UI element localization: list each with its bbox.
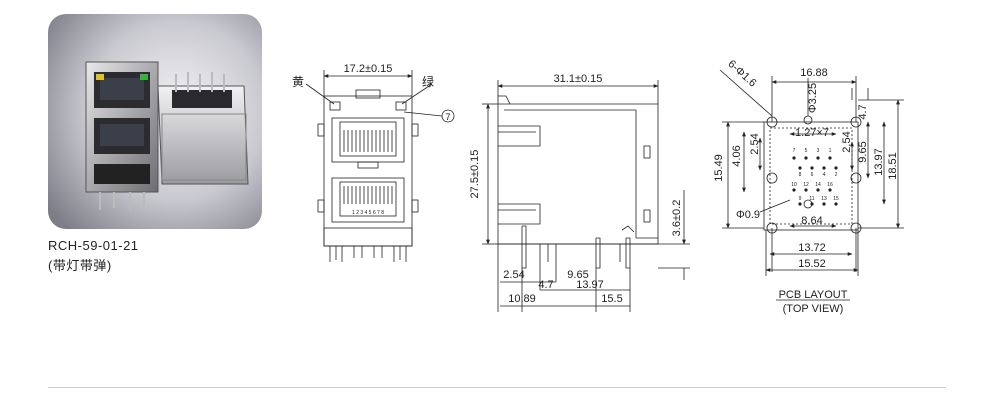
- pcb-dim-18-51: 18.51: [887, 152, 899, 180]
- side-dim-13-97: 13.97: [576, 279, 604, 291]
- pcb-dim-15-52: 15.52: [798, 258, 826, 270]
- front-view: [305, 70, 455, 262]
- pcb-layout-title: PCB LAYOUT: [779, 289, 848, 301]
- svg-text:8: 8: [799, 172, 802, 178]
- svg-text:11: 11: [809, 196, 814, 202]
- pcb-dim-9-65: 9.65: [857, 141, 869, 162]
- svg-text:2: 2: [835, 172, 838, 178]
- side-dim-2-54: 2.54: [503, 269, 524, 281]
- green-led-label: 绿: [422, 74, 434, 89]
- side-view: [482, 80, 690, 312]
- front-width-dim: 17.2±0.15: [344, 63, 393, 75]
- model-subtitle: (带灯带弹): [48, 258, 112, 273]
- svg-text:3: 3: [817, 148, 820, 154]
- pcb-dim-4-7: 4.7: [857, 104, 869, 119]
- side-height-dim: 27.5±0.15: [469, 150, 481, 199]
- pcb-pin-holes: [792, 156, 838, 206]
- model-number: RCH-59-01-21: [48, 238, 139, 253]
- pcb-top-width: 16.88: [800, 67, 828, 79]
- side-dim-10-89: 10.89: [508, 293, 536, 305]
- connector-rear-image: [157, 72, 249, 185]
- pcb-dim-15-49: 15.49: [713, 154, 725, 182]
- svg-text:4: 4: [823, 172, 826, 178]
- svg-text:10: 10: [791, 182, 797, 188]
- standoff-dim: 3.6±0.2: [671, 200, 683, 237]
- pcb-dim-2-54-right: 2.54: [841, 131, 853, 152]
- svg-text:6: 6: [811, 172, 814, 178]
- lower-port-contacts: [343, 186, 393, 204]
- hole-note: 6-Φ1.6: [725, 58, 758, 90]
- pcb-pin-numbers: 7 5 3 1 8 6 4 2 10 12 14 16 9 11 13 15: [791, 148, 839, 202]
- side-dim-9-65: 9.65: [567, 269, 588, 281]
- pcb-dim-4-06: 4.06: [731, 145, 743, 166]
- svg-text:5: 5: [805, 148, 808, 154]
- svg-text:1: 1: [829, 148, 832, 154]
- side-dim-4-7: 4.7: [538, 279, 553, 291]
- svg-text:13: 13: [821, 196, 827, 202]
- product-photo: [48, 14, 262, 229]
- pcb-dim-2-54-left: 2.54: [749, 133, 761, 154]
- dia-0-9: Φ0.9: [736, 209, 760, 221]
- svg-text:14: 14: [815, 182, 821, 188]
- pin-numbers-label: 1 2 3 4 5 6 7 8: [352, 210, 384, 216]
- connector-front-image: [85, 61, 159, 210]
- svg-text:15: 15: [833, 196, 839, 202]
- svg-text:12: 12: [803, 182, 809, 188]
- upper-port-contacts: [343, 130, 393, 152]
- pcb-layout-subtitle: (TOP VIEW): [783, 303, 844, 315]
- pcb-dim-13-97: 13.97: [873, 148, 885, 176]
- callout-number: 7: [445, 112, 450, 122]
- dia-3-25: Φ3.25: [807, 83, 819, 113]
- pcb-layout-view: [719, 69, 904, 301]
- side-dim-15-5: 15.5: [601, 293, 622, 305]
- svg-text:7: 7: [793, 148, 796, 154]
- svg-text:9: 9: [799, 196, 802, 202]
- pcb-dim-13-72: 13.72: [798, 242, 826, 254]
- bottom-divider: [48, 387, 946, 388]
- pcb-dim-8-64: 8.64: [801, 215, 822, 227]
- side-width-dim: 31.1±0.15: [554, 73, 603, 85]
- svg-text:16: 16: [827, 182, 833, 188]
- yellow-led-label: 黄: [292, 75, 304, 89]
- pin-pitch: 1.27×7: [795, 127, 829, 139]
